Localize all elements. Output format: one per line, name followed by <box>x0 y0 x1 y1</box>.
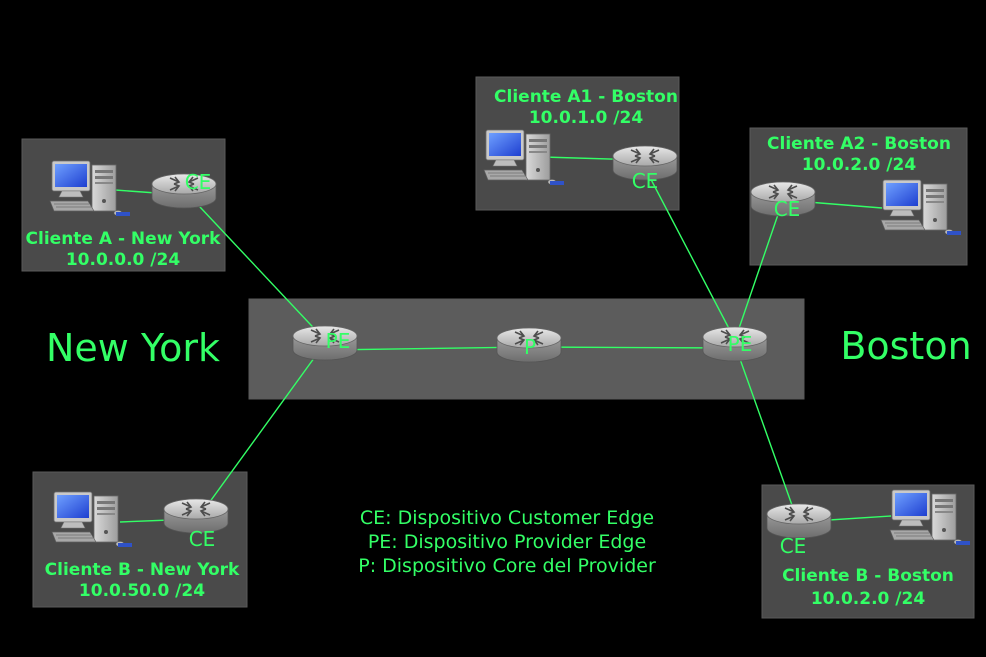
device-label-ce-b-bos: CE <box>780 534 807 558</box>
link-ce-a1-bos-pe-right <box>644 167 736 341</box>
link-pe-left-p <box>324 346 530 351</box>
legend-item-ce: CE: Dispositivo Customer Edge <box>360 507 654 529</box>
device-label-ce-a1-bos: CE <box>632 169 659 193</box>
site-name-a2-bos: Cliente A2 - Boston <box>767 134 951 154</box>
link-pe-right-ce-b-bos <box>734 344 799 523</box>
device-label-ce-a2-bos: CE <box>774 197 801 221</box>
site-subnet-a1-bos: 10.0.1.0 /24 <box>529 108 643 128</box>
device-label-ce-a-ny: CE <box>185 170 212 194</box>
site-name-b-bos: Cliente B - Boston <box>782 566 954 586</box>
link-pe-left-ce-b-ny <box>200 342 326 515</box>
site-subnet-b-bos: 10.0.2.0 /24 <box>811 589 925 609</box>
link-ce-a-ny-pe-left <box>183 189 326 341</box>
link-p-pe-right <box>528 346 736 349</box>
device-label-ce-b-ny: CE <box>189 527 216 551</box>
site-subnet-a2-bos: 10.0.2.0 /24 <box>802 155 916 175</box>
site-subnet-b-ny: 10.0.50.0 /24 <box>79 581 205 601</box>
site-name-a1-bos: Cliente A1 - Boston <box>494 87 678 107</box>
site-name-a-ny: Cliente A - New York <box>26 229 222 249</box>
router-icon-ce-b-bos <box>766 503 832 539</box>
link-ce-a2-bos-pe-right <box>734 199 784 341</box>
legend-item-pe: PE: Dispositivo Provider Edge <box>368 531 646 553</box>
device-label-pe-right: PE <box>728 332 753 356</box>
city-label-boston: Boston <box>840 324 971 368</box>
site-subnet-a-ny: 10.0.0.0 /24 <box>66 250 180 270</box>
device-label-p: P <box>524 335 536 359</box>
links <box>114 156 892 523</box>
city-label-new-york: New York <box>46 326 220 370</box>
device-label-pe-left: PE <box>326 329 351 353</box>
site-name-b-ny: Cliente B - New York <box>45 560 240 580</box>
legend: CE: Dispositivo Customer Edge PE: Dispos… <box>358 507 656 577</box>
legend-item-p: P: Dispositivo Core del Provider <box>358 555 656 577</box>
